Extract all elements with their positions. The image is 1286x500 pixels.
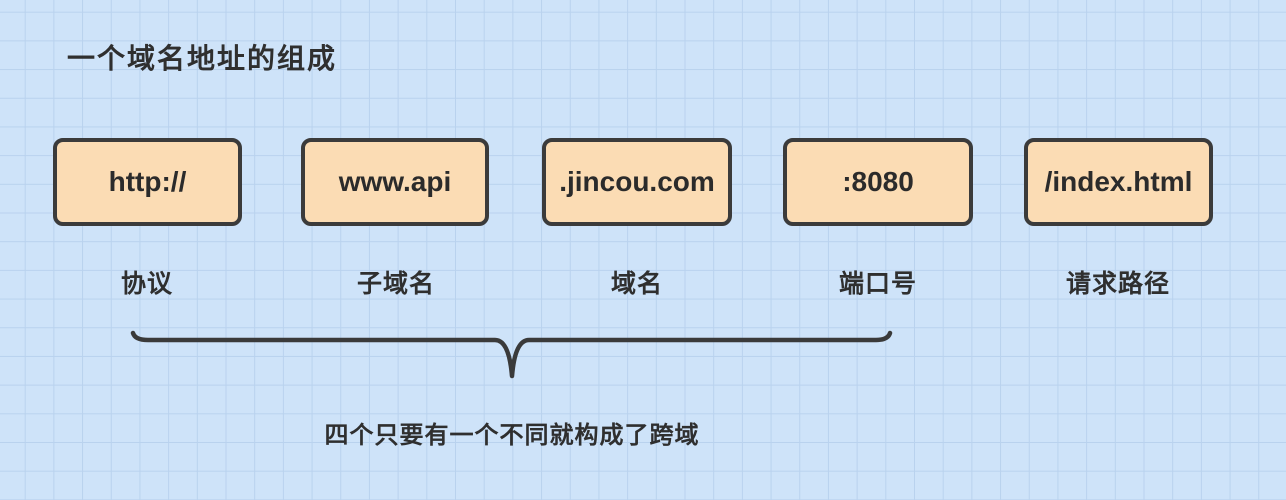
segment-value-path: /index.html xyxy=(1044,166,1193,197)
cross-domain-caption: 四个只要有一个不同就构成了跨域 xyxy=(324,422,700,449)
segment-value-domain: .jincou.com xyxy=(559,166,715,197)
segment-label-subdomain: 子域名 xyxy=(356,270,436,298)
segment-box-port: :8080 xyxy=(783,138,973,226)
segment-box-subdomain: www.api xyxy=(301,138,489,226)
segment-value-protocol: http:// xyxy=(108,166,187,197)
segment-value-port: :8080 xyxy=(842,166,914,197)
underbrace-icon xyxy=(130,330,893,379)
segment-box-protocol: http:// xyxy=(53,138,242,226)
segment-label-protocol: 协议 xyxy=(120,270,174,298)
diagram-title: 一个域名地址的组成 xyxy=(67,43,338,74)
segment-label-path: 请求路径 xyxy=(1065,270,1171,298)
segment-box-path: /index.html xyxy=(1024,138,1213,226)
segment-label-port: 端口号 xyxy=(838,270,918,298)
segment-value-subdomain: www.api xyxy=(338,166,452,197)
segment-box-domain: .jincou.com xyxy=(542,138,732,226)
segment-label-domain: 域名 xyxy=(610,270,664,298)
